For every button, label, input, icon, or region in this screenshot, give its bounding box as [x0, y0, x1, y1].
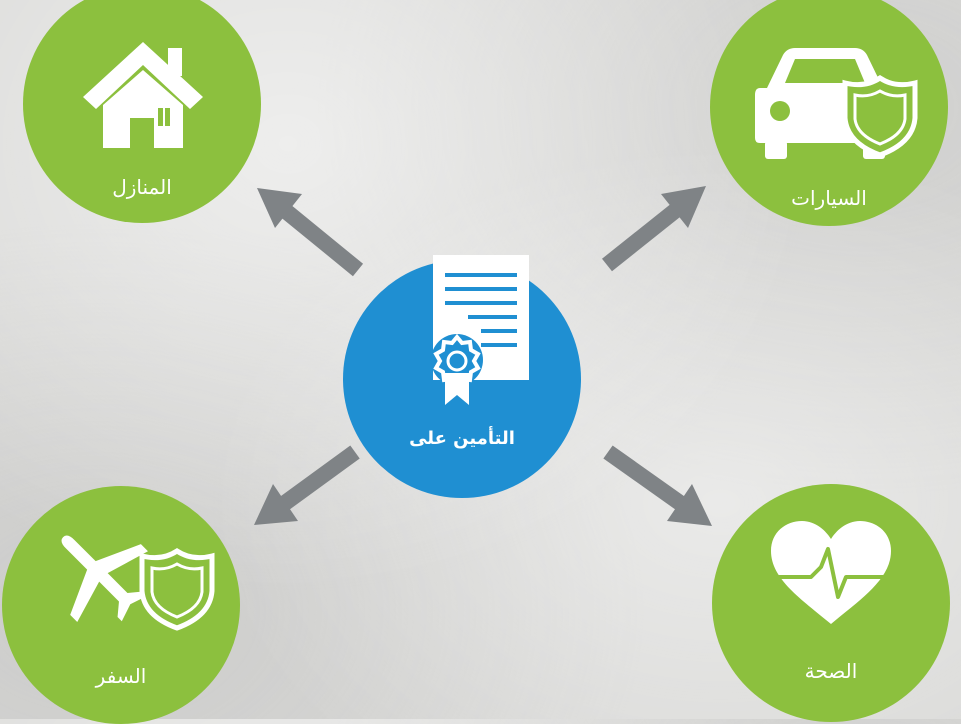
- arrow-to-travel: [254, 445, 360, 525]
- certificate-icon: [431, 255, 529, 405]
- node-health: الصحة: [712, 484, 950, 722]
- airplane-shield-icon: [61, 535, 215, 631]
- car-shield-icon: [755, 48, 918, 159]
- arrow-to-cars: [602, 186, 706, 272]
- node-health-label: الصحة: [804, 659, 858, 683]
- node-houses: المنازل: [23, 0, 261, 223]
- node-cars: السيارات: [710, 0, 948, 226]
- node-cars-label: السيارات: [791, 186, 867, 210]
- heart-pulse-icon: [771, 521, 891, 624]
- house-icon: [83, 42, 203, 148]
- arrow-to-health: [603, 445, 712, 526]
- node-houses-label: المنازل: [112, 175, 172, 199]
- arrow-to-houses: [257, 188, 364, 277]
- center-label: التأمين على: [409, 428, 515, 449]
- node-travel: السفر: [2, 486, 240, 724]
- node-travel-label: السفر: [95, 664, 147, 688]
- center-node: التأمين على: [343, 255, 581, 498]
